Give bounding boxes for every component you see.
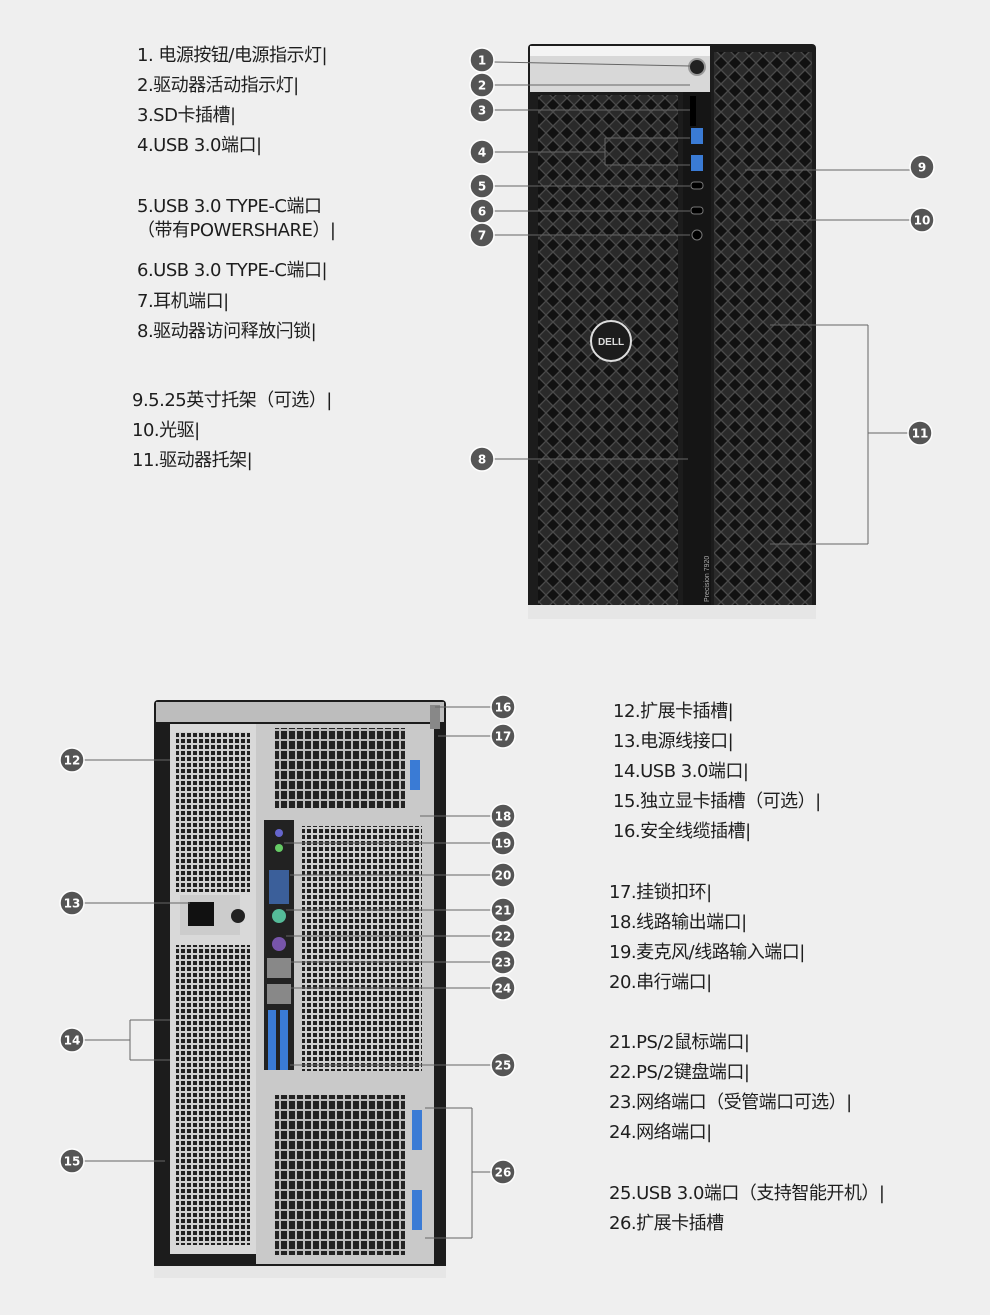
callout-number: 17 xyxy=(495,730,512,744)
callouts: 1234567891011121314151617181920212223242… xyxy=(59,47,935,1185)
callout-number: 12 xyxy=(64,754,81,768)
callout-number: 6 xyxy=(478,205,486,219)
component-label: 16.安全线缆插槽| xyxy=(613,821,751,842)
component-label: 9.5.25英寸托架（可选）| xyxy=(132,390,332,411)
callout-badge: 24 xyxy=(490,975,516,1001)
callout-number: 8 xyxy=(478,453,486,467)
callout-badge: 20 xyxy=(490,862,516,888)
component-label: 8.驱动器访问释放闩锁| xyxy=(137,321,317,342)
callout-badge: 1 xyxy=(469,47,495,73)
callout-badge: 5 xyxy=(469,173,495,199)
component-label: 11.驱动器托架| xyxy=(132,450,253,471)
component-label: 6.USB 3.0 TYPE-C端口| xyxy=(137,260,328,281)
callout-number: 4 xyxy=(478,146,486,160)
callout-number: 7 xyxy=(478,229,486,243)
callout-number: 14 xyxy=(64,1034,81,1048)
component-label: 1. 电源按钮/电源指示灯| xyxy=(137,45,328,66)
callout-badge: 6 xyxy=(469,198,495,224)
component-label: 12.扩展卡插槽| xyxy=(613,701,734,722)
callout-badge: 8 xyxy=(469,446,495,472)
callout-badge: 13 xyxy=(59,890,85,916)
callout-number: 9 xyxy=(918,161,926,175)
callout-number: 20 xyxy=(495,869,512,883)
component-label: 25.USB 3.0端口（支持智能开机）| xyxy=(609,1183,885,1204)
callout-number: 23 xyxy=(495,956,512,970)
callout-number: 22 xyxy=(495,930,512,944)
callout-number: 15 xyxy=(64,1155,81,1169)
power-button-icon xyxy=(688,58,706,76)
callout-badge: 9 xyxy=(909,154,935,180)
svg-text:Precision 7920: Precision 7920 xyxy=(704,556,711,602)
component-label: 4.USB 3.0端口| xyxy=(137,135,262,156)
callout-number: 18 xyxy=(495,810,512,824)
front-tower: DELL Precision 7920 xyxy=(528,44,816,619)
callout-badge: 4 xyxy=(469,139,495,165)
leader-line xyxy=(493,61,691,67)
component-label: 26.扩展卡插槽 xyxy=(609,1213,724,1234)
callout-badge: 2 xyxy=(469,72,495,98)
back-tower xyxy=(154,700,446,1278)
callout-badge: 18 xyxy=(490,803,516,829)
callout-badge: 3 xyxy=(469,97,495,123)
component-label: 23.网络端口（受管端口可选）| xyxy=(609,1092,852,1113)
callout-number: 10 xyxy=(914,214,931,228)
callout-number: 19 xyxy=(495,837,512,851)
component-label: 21.PS/2鼠标端口| xyxy=(609,1032,750,1053)
component-label: 2.驱动器活动指示灯| xyxy=(137,75,299,96)
callout-badge: 14 xyxy=(59,1027,85,1053)
callout-number: 26 xyxy=(495,1166,512,1180)
callout-number: 2 xyxy=(478,79,486,93)
svg-text:DELL: DELL xyxy=(598,337,624,348)
component-label: 19.麦克风/线路输入端口| xyxy=(609,942,805,963)
dell-logo xyxy=(590,320,632,362)
component-label: 18.线路输出端口| xyxy=(609,912,747,933)
callout-badge: 17 xyxy=(490,723,516,749)
callout-number: 5 xyxy=(478,180,486,194)
callout-badge: 7 xyxy=(469,222,495,248)
component-label: （带有POWERSHARE）| xyxy=(137,220,336,241)
component-label: 20.串行端口| xyxy=(609,972,712,993)
callout-number: 3 xyxy=(478,104,486,118)
callout-badge: 26 xyxy=(490,1159,516,1185)
component-label: 14.USB 3.0端口| xyxy=(613,761,749,782)
callout-badge: 21 xyxy=(490,897,516,923)
callout-badge: 16 xyxy=(490,694,516,720)
callout-badge: 22 xyxy=(490,923,516,949)
component-label: 24.网络端口| xyxy=(609,1122,712,1143)
component-label: 3.SD卡插槽| xyxy=(137,105,236,126)
callout-number: 13 xyxy=(64,897,81,911)
callout-badge: 25 xyxy=(490,1052,516,1078)
component-label: 15.独立显卡插槽（可选）| xyxy=(613,791,821,812)
callout-badge: 19 xyxy=(490,830,516,856)
callout-number: 24 xyxy=(495,982,512,996)
component-label: 17.挂锁扣环| xyxy=(609,882,712,903)
callout-number: 16 xyxy=(495,701,512,715)
component-label: 22.PS/2键盘端口| xyxy=(609,1062,750,1083)
callout-number: 25 xyxy=(495,1059,512,1073)
callout-number: 21 xyxy=(495,904,512,918)
component-label: 10.光驱| xyxy=(132,420,200,441)
callout-badge: 11 xyxy=(907,420,933,446)
callout-badge: 12 xyxy=(59,747,85,773)
callout-badge: 15 xyxy=(59,1148,85,1174)
callout-number: 11 xyxy=(912,427,929,441)
component-label: 13.电源线接口| xyxy=(613,731,734,752)
leader-lines xyxy=(84,61,910,1239)
callout-badge: 10 xyxy=(909,207,935,233)
callout-badge: 23 xyxy=(490,949,516,975)
component-label: 7.耳机端口| xyxy=(137,291,229,312)
callout-number: 1 xyxy=(478,54,486,68)
component-label: 5.USB 3.0 TYPE-C端口 xyxy=(137,196,322,217)
